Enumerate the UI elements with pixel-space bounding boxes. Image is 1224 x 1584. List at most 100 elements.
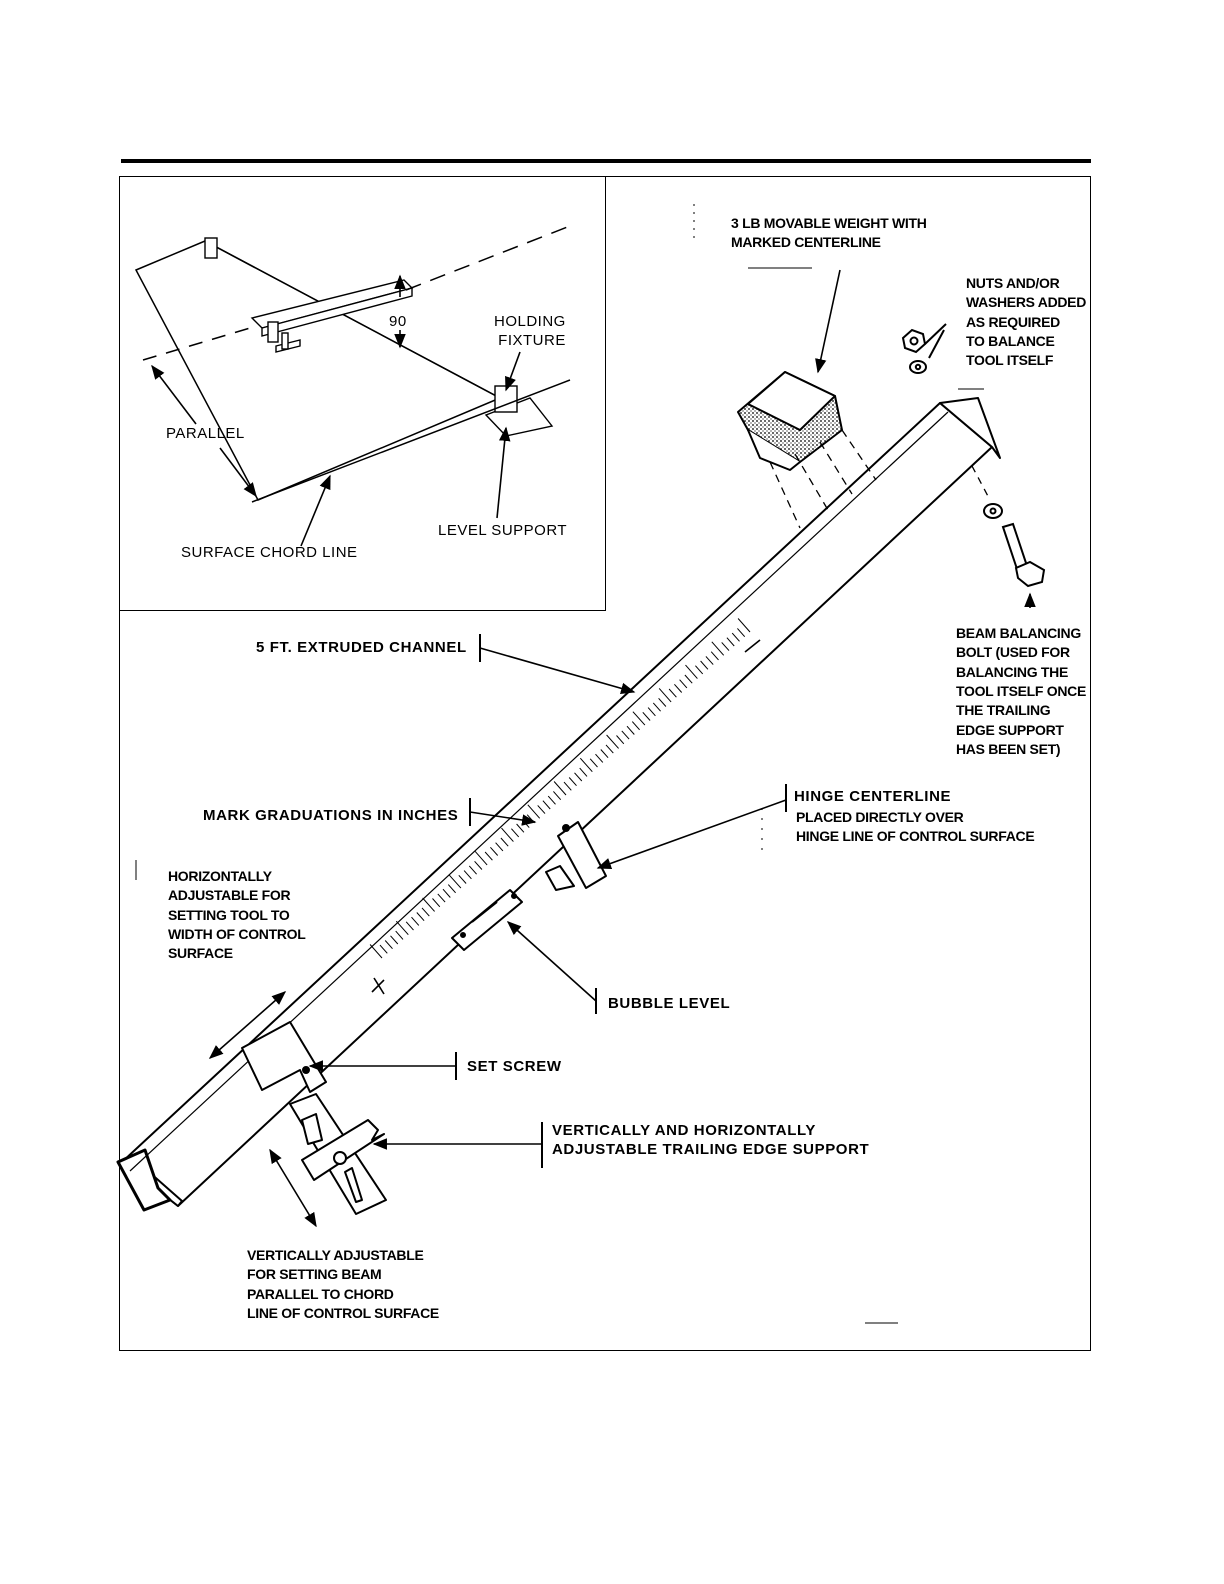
- nuts-and-washers: [901, 323, 947, 374]
- beam-balancing-bolt: [983, 503, 1046, 588]
- graduation-tick: [579, 767, 588, 777]
- inset-angle-label: 90: [389, 313, 407, 330]
- graduation-tick: [642, 711, 651, 721]
- graduation-tick: [695, 665, 704, 675]
- graduation-tick: [463, 870, 472, 880]
- graduation-tick: [737, 628, 746, 638]
- graduation-scale: [369, 618, 761, 995]
- graduation-tick: [395, 920, 409, 936]
- graduation-tick: [679, 679, 688, 689]
- movable-weight-label: 3 LB MOVABLE WEIGHT WITH MARKED CENTERLI…: [731, 215, 927, 251]
- graduation-tick: [416, 912, 425, 922]
- graduation-tick: [631, 721, 640, 731]
- graduation-tick: [495, 842, 504, 852]
- graduation-tick: [468, 865, 477, 875]
- graduation-tick: [369, 944, 383, 959]
- graduation-tick: [721, 642, 730, 651]
- graduation-tick: [605, 744, 614, 754]
- graduation-tick: [616, 735, 625, 745]
- surface-chord-line-label: SURFACE CHORD LINE: [181, 544, 358, 561]
- graduation-tick: [553, 791, 562, 801]
- weight-projection-lines: [769, 429, 877, 529]
- label-brackets: [455, 634, 787, 1168]
- graduation-tick: [500, 837, 509, 847]
- graduation-tick: [553, 781, 567, 796]
- graduation-tick: [490, 846, 499, 856]
- graduation-tick: [442, 888, 451, 898]
- graduation-tick: [484, 851, 493, 861]
- graduation-tick: [711, 641, 725, 656]
- graduation-tick: [432, 898, 441, 908]
- graduation-tick: [658, 697, 667, 707]
- graduation-tick: [384, 940, 393, 950]
- graduation-tick: [390, 935, 399, 945]
- hinge-centerline-label: HINGE CENTERLINE: [794, 788, 952, 805]
- graduation-tick: [474, 851, 488, 866]
- graduation-tick: [537, 805, 546, 814]
- graduation-tick: [600, 749, 609, 759]
- graduation-tick: [595, 753, 604, 763]
- graduation-tick: [726, 637, 735, 647]
- graduation-tick: [516, 823, 525, 833]
- movable-weight: [737, 371, 843, 471]
- inset-dashed-lines: [142, 225, 571, 503]
- graduation-tick: [731, 632, 740, 642]
- graduation-tick: [606, 734, 619, 749]
- graduation-tick: [632, 711, 646, 726]
- graduation-tick: [527, 804, 541, 819]
- hinge-bracket: [545, 821, 607, 891]
- bolt-dashed-path: [971, 465, 991, 501]
- bubble-level-label: BUBBLE LEVEL: [608, 995, 731, 1012]
- trailing-edge-support-label: VERTICALLY AND HORIZONTALLY ADJUSTABLE T…: [552, 1122, 870, 1158]
- set-screw-label: SET SCREW: [467, 1058, 562, 1075]
- graduation-tick: [737, 618, 751, 633]
- graduation-tick: [437, 893, 446, 903]
- graduation-tick: [710, 651, 719, 661]
- inset-holding-fixture: [204, 237, 554, 437]
- header-rule: [121, 159, 1091, 163]
- graduation-tick: [411, 916, 420, 926]
- graduation-tick: [563, 781, 572, 791]
- bubble-level: [451, 889, 523, 951]
- graduation-tick: [448, 874, 462, 889]
- graduation-tick: [474, 860, 483, 870]
- graduation-tick: [511, 828, 520, 838]
- extruded-channel-beam: [116, 397, 1001, 1212]
- nuts-washers-label: NUTS AND/OR WASHERS ADDED AS REQUIRED TO…: [966, 275, 1087, 369]
- graduation-tick: [447, 884, 456, 894]
- inset-beam: [250, 279, 414, 353]
- inset-leaders: [151, 274, 521, 547]
- graduation-tick: [589, 758, 598, 768]
- graduation-tick: [574, 772, 583, 782]
- graduation-tick: [705, 656, 714, 665]
- horizontally-adjustable-label: HORIZONTALLY ADJUSTABLE FOR SETTING TOOL…: [168, 868, 306, 962]
- graduation-tick: [568, 777, 577, 787]
- graduation-tick: [422, 897, 435, 912]
- graduation-tick: [685, 664, 698, 679]
- beam-balancing-bolt-label: BEAM BALANCING BOLT (USED FOR BALANCING …: [956, 625, 1087, 757]
- graduation-tick: [658, 688, 672, 703]
- graduation-tick: [542, 800, 551, 810]
- graduation-tick: [626, 725, 635, 735]
- holding-fixture-label: HOLDING FIXTURE: [494, 313, 566, 349]
- mark-graduations-label: MARK GRADUATIONS IN INCHES: [203, 807, 459, 824]
- graduation-tick: [674, 683, 683, 693]
- graduation-tick: [421, 907, 430, 917]
- graduation-tick: [700, 660, 709, 670]
- graduation-tick: [395, 930, 404, 940]
- graduation-tick: [379, 944, 388, 954]
- graduation-tick: [668, 688, 677, 698]
- graduation-tick: [647, 707, 656, 717]
- inset-control-surface: [134, 240, 502, 501]
- extruded-channel-label: 5 FT. EXTRUDED CHANNEL: [256, 639, 467, 656]
- level-support-label: LEVEL SUPPORT: [438, 522, 568, 539]
- graduation-tick: [621, 730, 630, 740]
- graduation-tick: [684, 674, 693, 684]
- scan-marks: [135, 204, 984, 1324]
- hinge-centerline-note: PLACED DIRECTLY OVER HINGE LINE OF CONTR…: [796, 809, 1035, 845]
- graduation-tick: [501, 827, 514, 842]
- graduation-tick: [652, 702, 661, 712]
- graduation-tick: [579, 757, 593, 773]
- main-leaders: [208, 269, 1036, 1228]
